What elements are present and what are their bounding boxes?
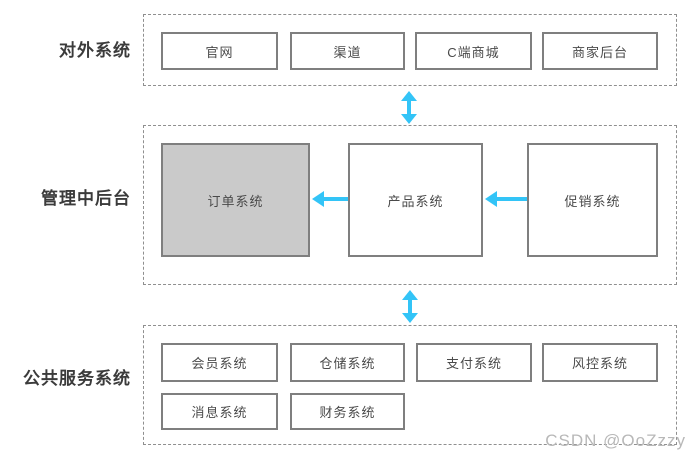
box-risk-control-system: 风控系统 — [542, 343, 658, 382]
arrow-shaft — [407, 101, 411, 114]
box-label: 订单系统 — [207, 193, 264, 209]
box-label: 财务系统 — [319, 405, 376, 420]
row-label-management-midback: 管理中后台 — [41, 189, 131, 208]
box-finance-system: 财务系统 — [290, 393, 405, 430]
arrow-shaft — [408, 300, 412, 313]
management-midback-group — [143, 125, 677, 285]
arrow-up-head — [402, 290, 418, 300]
arrow-left-head — [312, 191, 324, 207]
box-label: C端商城 — [447, 44, 500, 60]
box-label: 促销系统 — [564, 193, 621, 209]
box-channel: 渠道 — [290, 32, 405, 70]
box-product-system: 产品系统 — [348, 143, 483, 257]
arrow-down-head — [401, 114, 417, 124]
bidirectional-arrow-icon — [402, 290, 418, 323]
box-message-system: 消息系统 — [161, 393, 278, 430]
left-arrow-icon-promotion-to-product — [485, 191, 527, 207]
box-label: 官网 — [205, 44, 234, 60]
box-label: 渠道 — [333, 44, 362, 60]
box-label: 会员系统 — [191, 356, 248, 371]
public-services-group — [143, 325, 677, 445]
arrow-up-head — [401, 91, 417, 101]
box-label: 风控系统 — [571, 356, 628, 371]
box-label: 支付系统 — [445, 356, 502, 371]
box-promotion-system: 促销系统 — [527, 143, 658, 257]
row-label-external-systems: 对外系统 — [59, 41, 131, 60]
left-arrow-icon-product-to-order — [312, 191, 348, 207]
bidirectional-arrow-icon — [401, 91, 417, 124]
box-c2c-mall: C端商城 — [415, 32, 532, 70]
box-order-system: 订单系统 — [161, 143, 310, 257]
box-official-website: 官网 — [161, 32, 278, 70]
arrow-shaft — [324, 197, 348, 201]
box-label: 消息系统 — [191, 405, 248, 420]
box-label: 仓储系统 — [319, 356, 376, 371]
row-label-public-services: 公共服务系统 — [23, 369, 131, 388]
box-payment-system: 支付系统 — [416, 343, 532, 382]
arrow-down-head — [402, 313, 418, 323]
box-merchant-backend: 商家后台 — [542, 32, 658, 70]
arrow-left-head — [485, 191, 497, 207]
watermark: CSDN @OoZzzy — [545, 431, 686, 450]
box-member-system: 会员系统 — [161, 343, 278, 382]
box-label: 产品系统 — [387, 193, 444, 209]
external-systems-group — [143, 14, 677, 86]
box-label: 商家后台 — [571, 44, 628, 60]
box-warehouse-system: 仓储系统 — [290, 343, 405, 382]
arrow-shaft — [497, 197, 527, 201]
